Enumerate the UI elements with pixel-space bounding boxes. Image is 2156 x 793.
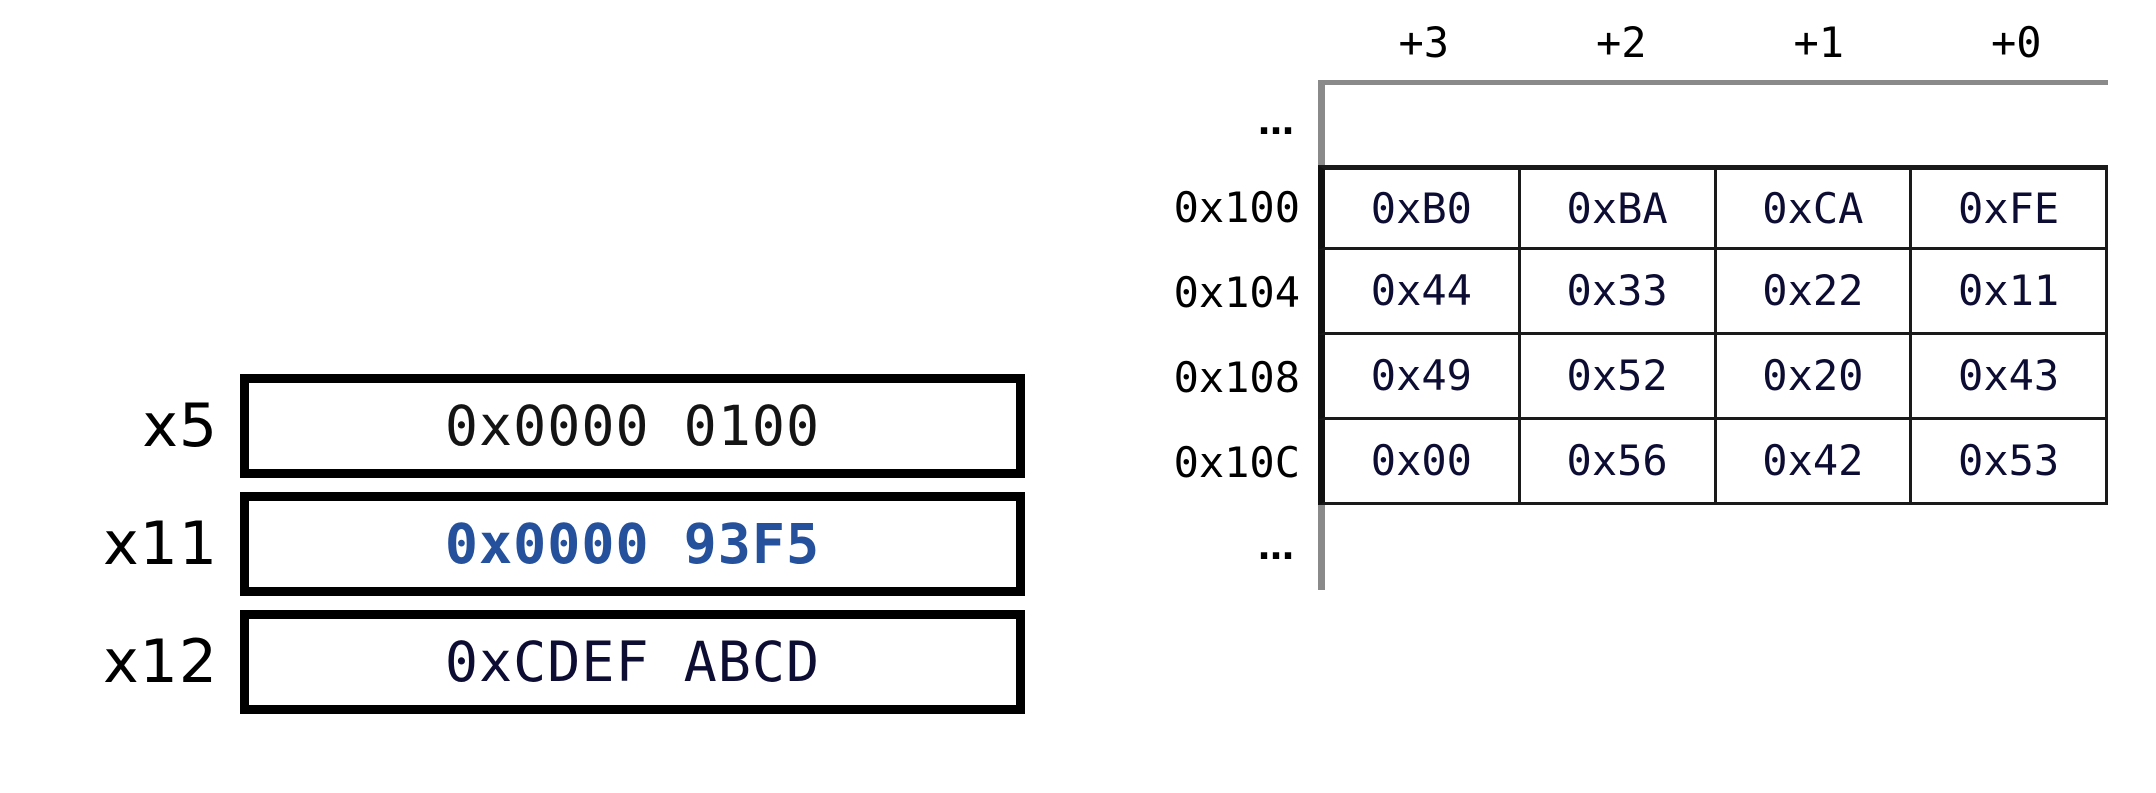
memory-column-header-plus1: +1 (1793, 18, 1845, 67)
register-box-x5: 0x0000 0100 (240, 374, 1025, 478)
memory-grid: … 0x100 0xB0 0xBA 0xCA 0xFE 0x104 0x44 0… (1060, 80, 2108, 590)
register-value-x12: 0xCDEF ABCD (444, 629, 821, 694)
memory-address-label-0x100: 0x100 (1173, 182, 1300, 232)
memory-byte-cells-0x100: 0xB0 0xBA 0xCA 0xFE (1318, 165, 2108, 250)
register-row-x5: x5 0x0000 0100 (0, 372, 1060, 480)
register-label-x12: x12 (103, 627, 218, 697)
memory-cell: 0x43 (1912, 335, 2108, 420)
memory-row-0x10C: 0x10C 0x00 0x56 0x42 0x53 (1060, 420, 2108, 505)
register-label-x5: x5 (142, 391, 218, 461)
memory-table-diagram: +3 +2 +1 +0 … 0x100 0xB0 0xBA 0xCA 0xFE … (1060, 0, 2156, 793)
memory-cell: 0x11 (1912, 250, 2108, 335)
memory-byte-cells-0x104: 0x44 0x33 0x22 0x11 (1318, 250, 2108, 335)
memory-column-header-plus3: +3 (1398, 18, 1450, 67)
register-box-x12: 0xCDEF ABCD (240, 610, 1025, 714)
memory-partial-region-top (1318, 80, 2108, 165)
memory-cell: 0x52 (1520, 335, 1717, 420)
memory-partial-region-bottom (1318, 505, 2108, 590)
register-row-x11: x11 0x0000 93F5 (0, 490, 1060, 598)
memory-row-0x104: 0x104 0x44 0x33 0x22 0x11 (1060, 250, 2108, 335)
memory-cell: 0x53 (1912, 420, 2108, 505)
memory-cell: 0xCA (1716, 165, 1913, 250)
memory-cell: 0x00 (1318, 420, 1521, 505)
register-box-x11: 0x0000 93F5 (240, 492, 1025, 596)
memory-row-ellipsis-top: … (1060, 80, 2108, 165)
memory-cell: 0x20 (1716, 335, 1913, 420)
memory-ellipsis-top-label: … (1258, 101, 1296, 143)
memory-address-label-0x108: 0x108 (1173, 352, 1300, 402)
memory-address-label-0x10C: 0x10C (1173, 437, 1300, 487)
memory-cell: 0x44 (1318, 250, 1521, 335)
memory-row-0x108: 0x108 0x49 0x52 0x20 0x43 (1060, 335, 2108, 420)
memory-cell: 0xFE (1912, 165, 2108, 250)
memory-column-header-plus2: +2 (1595, 18, 1647, 67)
register-row-x12: x12 0xCDEF ABCD (0, 608, 1060, 716)
memory-column-header-row: +3 +2 +1 +0 (1325, 22, 2115, 64)
register-file-diagram: x5 0x0000 0100 x11 0x0000 93F5 x12 0xCDE… (0, 0, 1060, 793)
memory-cell: 0x49 (1318, 335, 1521, 420)
memory-row-0x100: 0x100 0xB0 0xBA 0xCA 0xFE (1060, 165, 2108, 250)
memory-address-label-0x104: 0x104 (1173, 267, 1300, 317)
memory-byte-cells-0x108: 0x49 0x52 0x20 0x43 (1318, 335, 2108, 420)
memory-cell: 0x56 (1520, 420, 1717, 505)
memory-cell: 0xBA (1520, 165, 1717, 250)
memory-cell: 0x22 (1716, 250, 1913, 335)
memory-column-header-plus0: +0 (1990, 18, 2042, 67)
register-value-x5: 0x0000 0100 (444, 393, 821, 458)
memory-ellipsis-bottom-label: … (1258, 526, 1296, 568)
register-label-x11: x11 (103, 509, 218, 579)
memory-cell: 0xB0 (1318, 165, 1521, 250)
register-value-x11: 0x0000 93F5 (444, 511, 821, 576)
memory-cell: 0x33 (1520, 250, 1717, 335)
memory-row-ellipsis-bottom: … (1060, 505, 2108, 590)
memory-cell: 0x42 (1716, 420, 1913, 505)
memory-byte-cells-0x10C: 0x00 0x56 0x42 0x53 (1318, 420, 2108, 505)
